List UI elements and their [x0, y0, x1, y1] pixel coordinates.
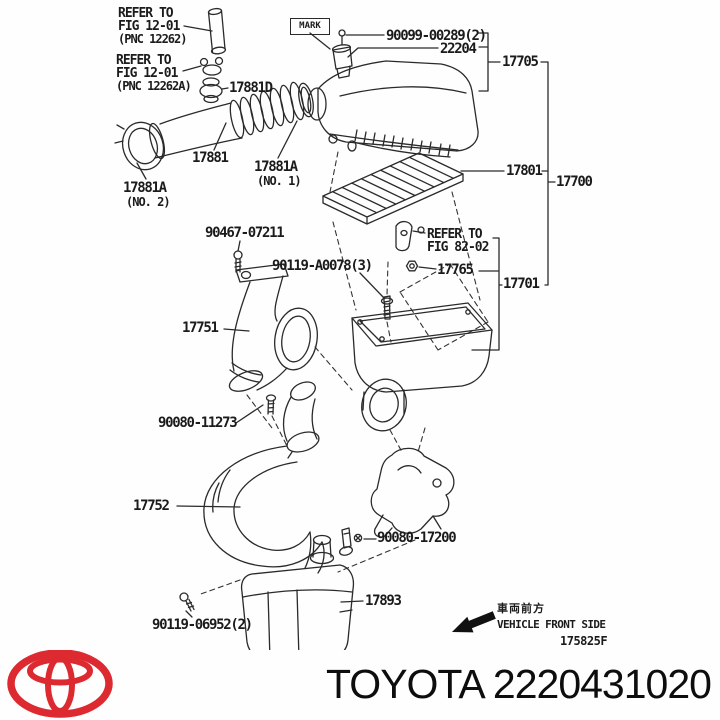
refer-line: FIG 82-02 [427, 240, 489, 255]
part-label-17881a-no1: 17881A [254, 159, 298, 175]
part-label-17881: 17881 [192, 150, 229, 166]
air-cleaner-case-17701 [351, 302, 493, 432]
bolt-90080-17200 [341, 527, 363, 549]
toyota-logo [7, 650, 113, 718]
part-label-17705: 17705 [502, 54, 539, 70]
refer-line: FIG 12-01 [118, 19, 180, 34]
filter-element-17801 [322, 152, 464, 225]
part-label-17801: 17801 [506, 163, 543, 179]
leader-lines [136, 25, 556, 618]
refer-line: REFER TO [427, 227, 483, 242]
screw-90080-11273 [265, 394, 277, 415]
part-label-17752: 17752 [133, 498, 170, 514]
footer-part-number-title: TOYOTA 2220431020 [326, 661, 712, 707]
refer-note-fig12-01-b: REFER TO FIG 12-01 (PNC 12262A) [116, 53, 192, 93]
part-label-22204: 22204 [440, 41, 477, 57]
part-label-17751: 17751 [182, 320, 219, 336]
air-inlet-duct-17752 [203, 381, 325, 574]
vehicle-front-note-jp: 車両前方 [497, 602, 545, 615]
part-label-17700: 17700 [556, 174, 593, 190]
refer-note-fig82-02: REFER TO FIG 82-02 [427, 227, 489, 255]
mark-tag: MARK [290, 18, 330, 35]
maf-sensor-22204 [331, 29, 353, 79]
refer-line: (PNC 12262) [118, 32, 187, 46]
vehicle-front-arrow [452, 611, 496, 633]
air-cleaner-cap-17705 [307, 60, 479, 158]
part-label-90099-00289: 90099-00289(2) [386, 28, 487, 44]
mounting-bracket-part [370, 447, 455, 538]
part-label-17881a-no2: 17881A [123, 180, 167, 196]
part-label-17893: 17893 [365, 593, 402, 609]
part-label-90467-07211: 90467-07211 [205, 225, 285, 241]
refer-note-fig12-01-a: REFER TO FIG 12-01 (PNC 12262) [118, 6, 187, 46]
bolt-90467-07211 [233, 250, 243, 273]
resonator-17893 [240, 534, 355, 650]
intake-pipe-17751 [228, 263, 318, 392]
clamp-part [199, 56, 224, 76]
part-label-90119-06952: 90119-06952(2) [152, 617, 253, 633]
part-label-17881a-no2-sub: (NO. 2) [126, 195, 171, 209]
vehicle-front-note: 車両前方 VEHICLE FRONT SIDE [497, 600, 606, 631]
drawing-code: 175825F [560, 634, 608, 648]
connector-17881d [199, 77, 223, 104]
assembly-dashed-lines [197, 151, 489, 596]
tube-part [207, 7, 227, 55]
part-label-17881d: 17881D [229, 80, 273, 96]
refer-line: REFER TO [116, 53, 172, 68]
part-label-17765: 17765 [437, 262, 474, 278]
bolt-90119-a0078 [380, 295, 394, 320]
exploded-parts-drawing [114, 7, 556, 650]
refer-line: REFER TO [118, 6, 174, 21]
part-label-90080-11273: 90080-11273 [158, 415, 238, 431]
part-label-90080-17200: 90080-17200 [377, 530, 457, 546]
part-label-17881a-no1-sub: (NO. 1) [257, 174, 302, 188]
part-label-17701: 17701 [503, 276, 540, 292]
air-hose-17881 [114, 81, 314, 171]
stay-bracket-part [395, 220, 425, 252]
vehicle-front-note-en: VEHICLE FRONT SIDE [497, 618, 606, 631]
part-label-90119-a0078: 90119-A0078(3) [272, 258, 373, 274]
nut-17765 [405, 260, 419, 272]
screw-90119-06952 [179, 592, 195, 612]
refer-line: FIG 12-01 [116, 66, 178, 81]
refer-line: (PNC 12262A) [116, 79, 192, 93]
